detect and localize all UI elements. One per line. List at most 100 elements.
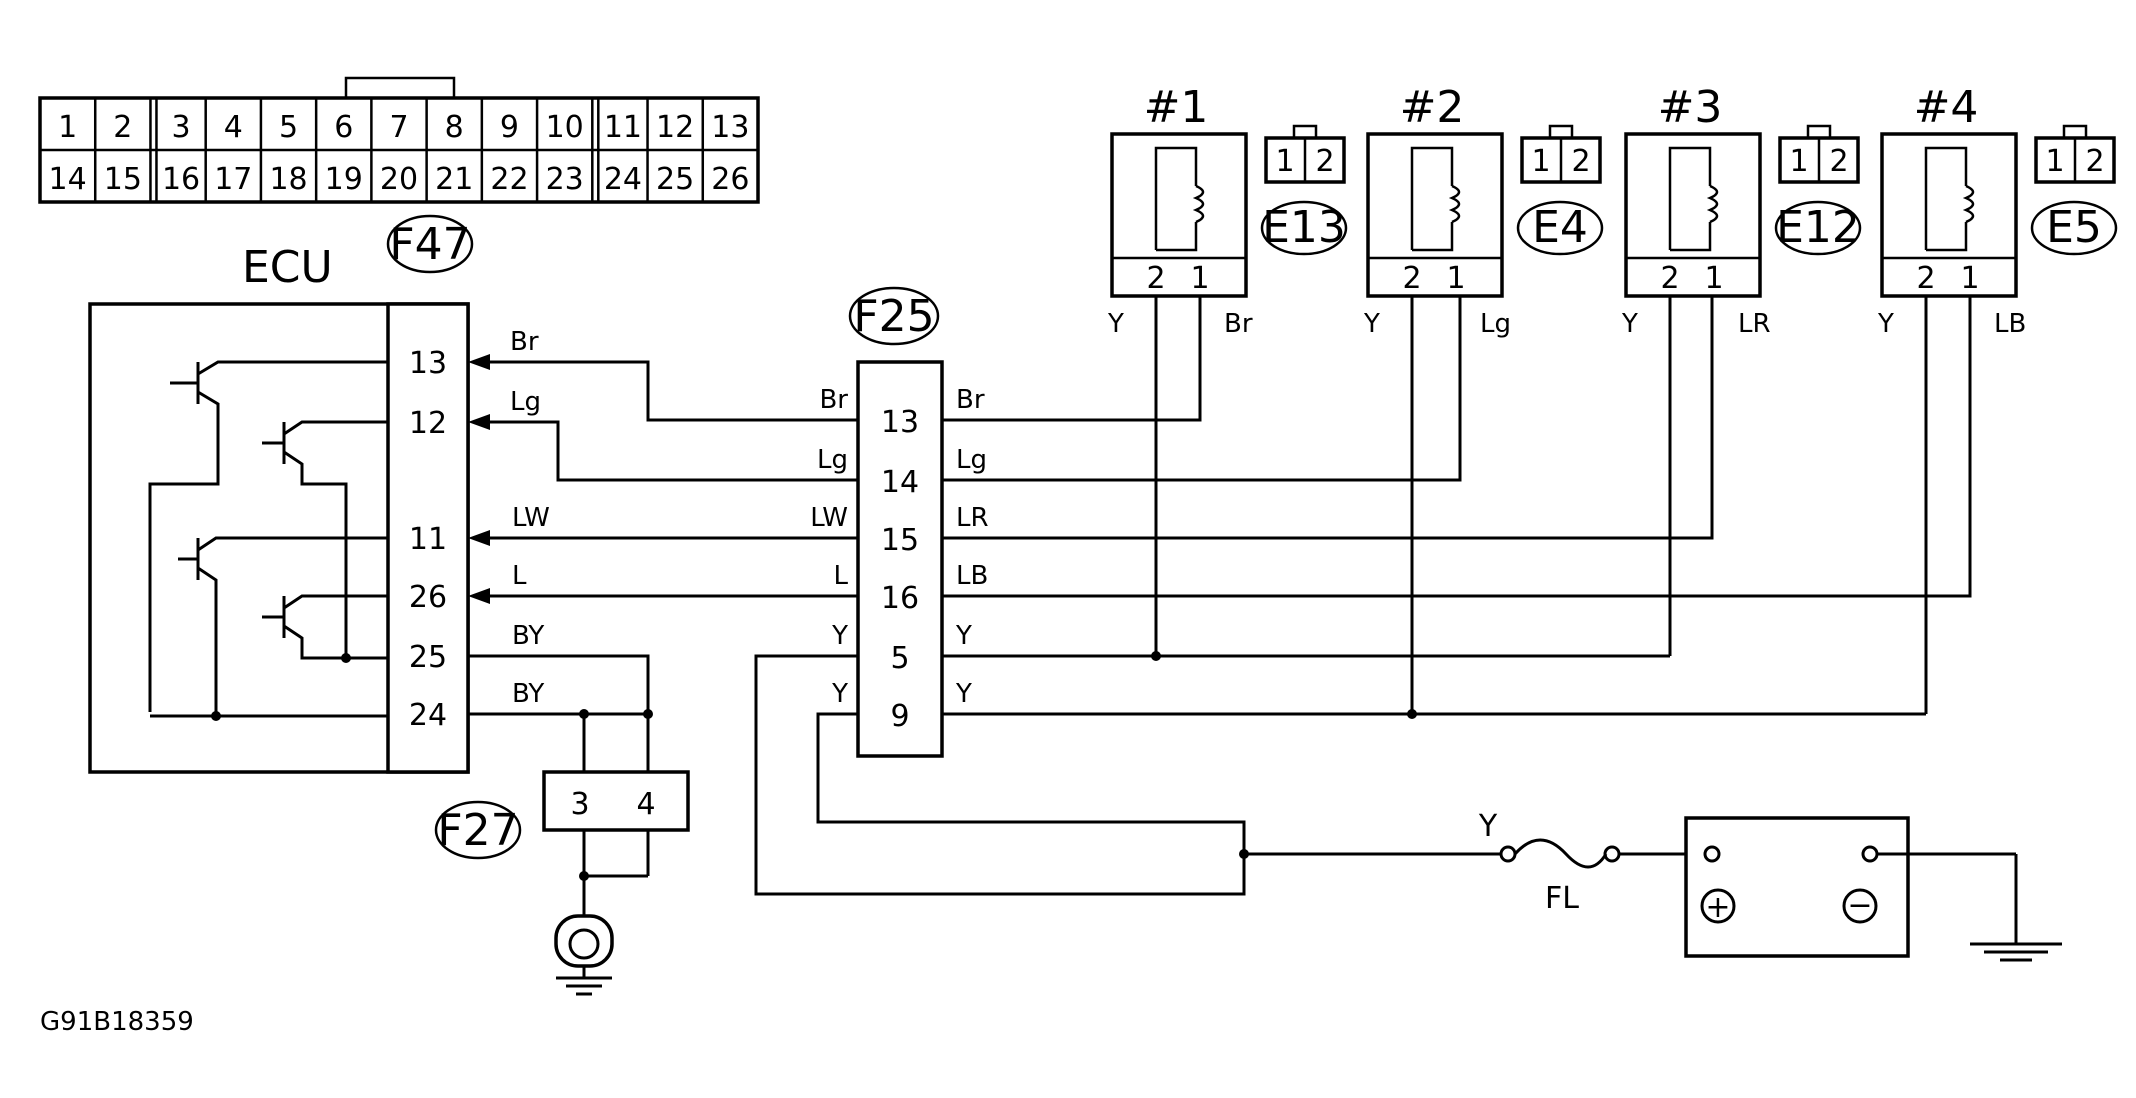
f47-pin-label: 10 — [546, 110, 584, 145]
coil-title: #3 — [1658, 82, 1723, 133]
fusible-link-icon — [1499, 838, 1712, 869]
ecu-pin-label: 25 — [409, 640, 447, 675]
coil-conn-pin: 1 — [1531, 144, 1550, 179]
f47-pin-label: 16 — [162, 162, 200, 197]
ecu-wire-color-label: Lg — [510, 387, 541, 417]
f47-pin-label: 4 — [224, 110, 243, 145]
f47-pin-label: 12 — [656, 110, 694, 145]
coil-title: #1 — [1144, 82, 1209, 133]
f47-pin-label: 15 — [104, 162, 142, 197]
ecu-wire-color-label: BY — [512, 679, 544, 709]
f25-right-color: Y — [955, 679, 972, 709]
ecu-wire-color-label: LW — [512, 503, 550, 533]
coil-wire-right: LR — [1738, 309, 1771, 339]
chassis-ground-icon — [554, 830, 650, 996]
coil-title: #2 — [1400, 82, 1465, 133]
connector-f25-label: F25 — [853, 291, 934, 342]
f47-pin-label: 26 — [711, 162, 749, 197]
f47-pin-label: 5 — [279, 110, 298, 145]
ecu-wire-color-label: Br — [510, 327, 539, 357]
f47-pin-label: 19 — [325, 162, 363, 197]
ecu-pin-label: 24 — [409, 698, 447, 733]
f25-pin-label: 13 — [881, 405, 919, 440]
f47-pin-label: 21 — [435, 162, 473, 197]
f47-pin-label: 22 — [490, 162, 528, 197]
f25-right-color: LR — [956, 503, 989, 533]
ecu-wire-color-label: BY — [512, 621, 544, 651]
f25-right-color: LB — [956, 561, 988, 591]
coil-wire-left: Y — [1877, 309, 1894, 339]
f47-pin-label: 20 — [380, 162, 418, 197]
coil-pin-right: 1 — [1190, 261, 1209, 296]
f25-pin-label: 9 — [890, 699, 909, 734]
connector-f47-label: F47 — [389, 219, 470, 270]
f47-pin-label: 25 — [656, 162, 694, 197]
f25-right-color: Br — [956, 385, 985, 415]
coil-wire-right: Lg — [1480, 309, 1511, 339]
coil-wire-right: Br — [1224, 309, 1253, 339]
ecu-wire-color-label: L — [512, 561, 527, 591]
f25-pin-label: 5 — [890, 641, 909, 676]
ecu-pin-label: 26 — [409, 580, 447, 615]
fuse-wire-color: Y — [1478, 809, 1498, 844]
coil-pin-left: 2 — [1916, 261, 1935, 296]
coil-conn-pin: 1 — [1275, 144, 1294, 179]
fuse-label: FL — [1545, 881, 1579, 916]
coil-conn-pin: 2 — [2085, 144, 2104, 179]
ecu-pin-label: 13 — [409, 346, 447, 381]
coil-conn-pin: 2 — [1315, 144, 1334, 179]
coil-conn-pin: 2 — [1829, 144, 1848, 179]
f47-pin-label: 23 — [546, 162, 584, 197]
coil-connector-label: E12 — [1776, 202, 1860, 253]
coil-title: #4 — [1914, 82, 1979, 133]
coil-pin-left: 2 — [1660, 261, 1679, 296]
f25-left-color: LW — [810, 503, 848, 533]
connector-f47-tag: F47 — [386, 214, 474, 274]
f25-pin-label: 15 — [881, 523, 919, 558]
f47-pin-label: 8 — [445, 110, 464, 145]
coil-wire-right: LB — [1994, 309, 2026, 339]
f47-pin-label: 14 — [49, 162, 87, 197]
coil-pin-left: 2 — [1402, 261, 1421, 296]
coil-conn-pin: 1 — [2045, 144, 2064, 179]
ecu-pin-label: 11 — [409, 522, 447, 557]
f47-pin-label: 1 — [58, 110, 77, 145]
connector-f27-tag: F27 — [434, 800, 522, 860]
coil-connector-label: E13 — [1262, 202, 1346, 253]
coil-wire-left: Y — [1107, 309, 1124, 339]
f47-pin-label: 24 — [604, 162, 642, 197]
battery-minus-label: − — [1847, 888, 1872, 923]
coil-wire-left: Y — [1621, 309, 1638, 339]
f25-left-color: L — [834, 561, 849, 591]
f25-left-color: Y — [831, 679, 848, 709]
coil-pin-left: 2 — [1146, 261, 1165, 296]
coil-connector-label: E4 — [1532, 202, 1588, 253]
connector-f27: 3 4 — [542, 770, 690, 832]
f47-pin-label: 11 — [604, 110, 642, 145]
f47-pin-label: 7 — [389, 110, 408, 145]
battery-icon — [1684, 816, 2018, 958]
connector-f25 — [856, 360, 944, 758]
ecu-transistors — [148, 360, 388, 721]
f25-left-color: Lg — [817, 445, 848, 475]
f25-left-color: Br — [819, 385, 848, 415]
coil-conn-pin: 1 — [1789, 144, 1808, 179]
f47-pin-label: 3 — [172, 110, 191, 145]
figure-id: G91B18359 — [40, 1007, 194, 1037]
f47-pin-label: 6 — [334, 110, 353, 145]
f25-left-color: Y — [831, 621, 848, 651]
coil-connector-label: E5 — [2046, 202, 2102, 253]
coil-pin-right: 1 — [1704, 261, 1723, 296]
coil-conn-pin: 2 — [1571, 144, 1590, 179]
connector-f25-tag: F25 — [848, 286, 940, 346]
connector-f27-label: F27 — [437, 805, 518, 856]
f47-pin-label: 2 — [113, 110, 132, 145]
ecu-wires — [468, 354, 858, 772]
f27-pin-3: 3 — [570, 787, 589, 822]
f47-pin-label: 18 — [269, 162, 307, 197]
